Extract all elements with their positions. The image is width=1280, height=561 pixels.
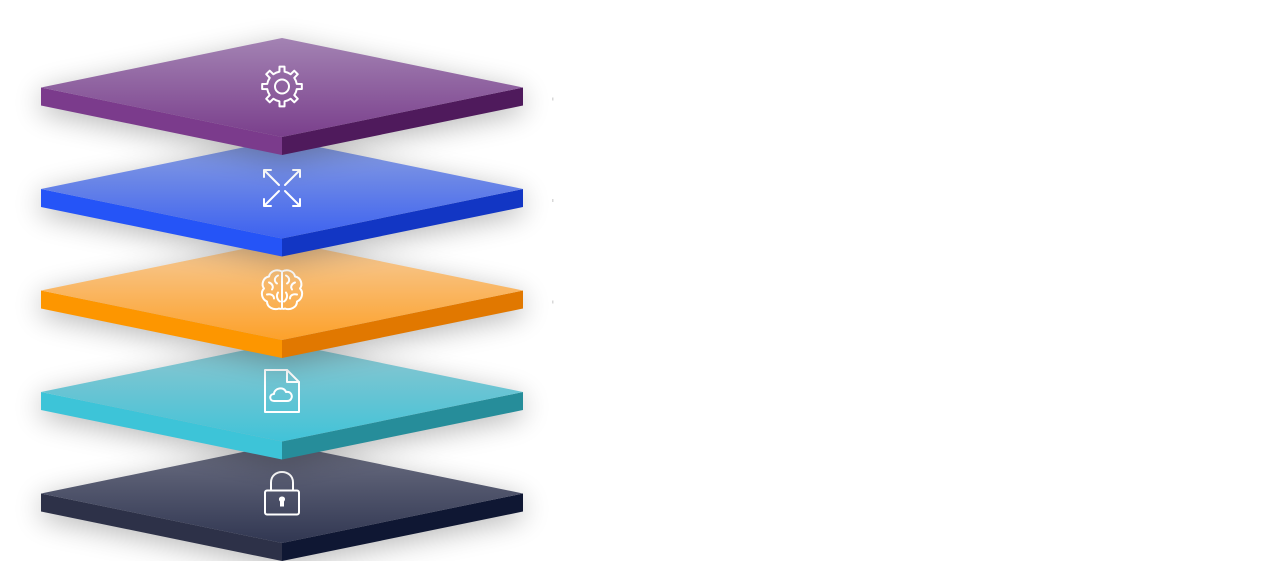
layer-top-face bbox=[41, 139, 523, 239]
cloud-file-icon bbox=[264, 369, 300, 413]
layer-top-face bbox=[41, 444, 523, 543]
layer-scale bbox=[41, 139, 554, 257]
layer-left-face bbox=[41, 493, 282, 561]
lock-icon bbox=[264, 471, 300, 516]
connector-tick bbox=[552, 97, 554, 101]
layer-intelligence bbox=[41, 241, 554, 358]
layer-top-face bbox=[41, 38, 523, 137]
connector-tick bbox=[552, 199, 554, 202]
layer-left-face bbox=[41, 290, 282, 358]
layer-right-face bbox=[282, 290, 523, 358]
layer-right-face bbox=[282, 189, 523, 257]
connector-tick bbox=[552, 300, 554, 304]
layer-top-face bbox=[41, 342, 523, 442]
layer-settings bbox=[41, 38, 554, 155]
brain-icon bbox=[260, 269, 304, 311]
layers-group bbox=[41, 38, 554, 561]
expand-arrows-icon bbox=[263, 169, 301, 207]
layer-left-face bbox=[41, 392, 282, 460]
layer-right-face bbox=[282, 392, 523, 460]
layer-right-face bbox=[282, 87, 523, 155]
layer-cloud-document bbox=[41, 342, 523, 460]
gear-icon bbox=[261, 65, 303, 108]
layer-security bbox=[41, 444, 523, 561]
layer-left-face bbox=[41, 189, 282, 257]
layer-right-face bbox=[282, 493, 523, 561]
layer-left-face bbox=[41, 87, 282, 155]
